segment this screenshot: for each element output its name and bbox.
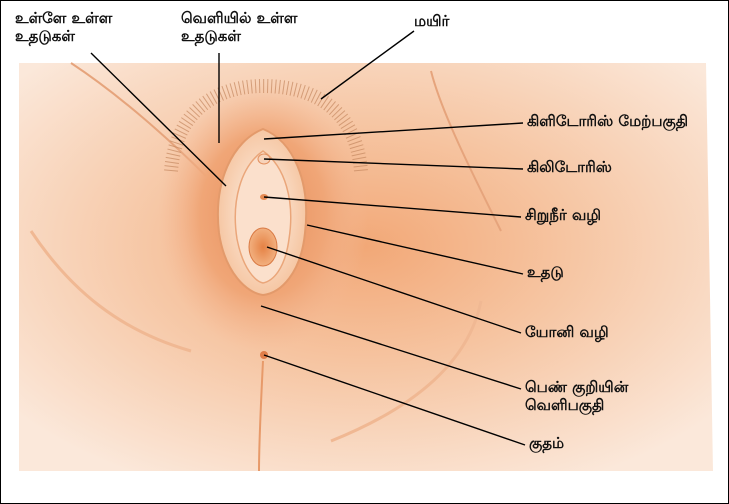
label-lip: உதடு bbox=[527, 263, 564, 281]
label-clitoris: கிலிடோரிஸ் bbox=[527, 158, 612, 176]
label-anus: குதம் bbox=[529, 434, 564, 452]
label-inner-lips-line2: உதடுகள் bbox=[15, 27, 112, 45]
label-clitoral-hood: கிளிடோரிஸ் மேற்பகுதி bbox=[527, 112, 688, 130]
label-outer-lips-line2: உதடுகள் bbox=[181, 27, 297, 45]
label-outer-lips: வெளியில் உள்ள உதடுகள் bbox=[181, 9, 297, 45]
vaginal-opening bbox=[249, 228, 277, 266]
label-inner-lips: உள்ளே உள்ள உதடுகள் bbox=[15, 9, 112, 45]
label-outer-lips-line1: வெளியில் உள்ள bbox=[181, 9, 297, 27]
label-inner-lips-line1: உள்ளே உள்ள bbox=[15, 9, 112, 27]
label-urethra: சிறுநீர் வழி bbox=[525, 206, 601, 224]
label-perineum-line1: பெண் குறியின் bbox=[525, 378, 628, 396]
label-hair: மயிர் bbox=[414, 12, 449, 30]
label-perineum: பெண் குறியின் வெளிபகுதி bbox=[525, 378, 628, 414]
label-vagina: யோனி வழி bbox=[525, 323, 609, 341]
label-perineum-line2: வெளிபகுதி bbox=[525, 396, 628, 414]
